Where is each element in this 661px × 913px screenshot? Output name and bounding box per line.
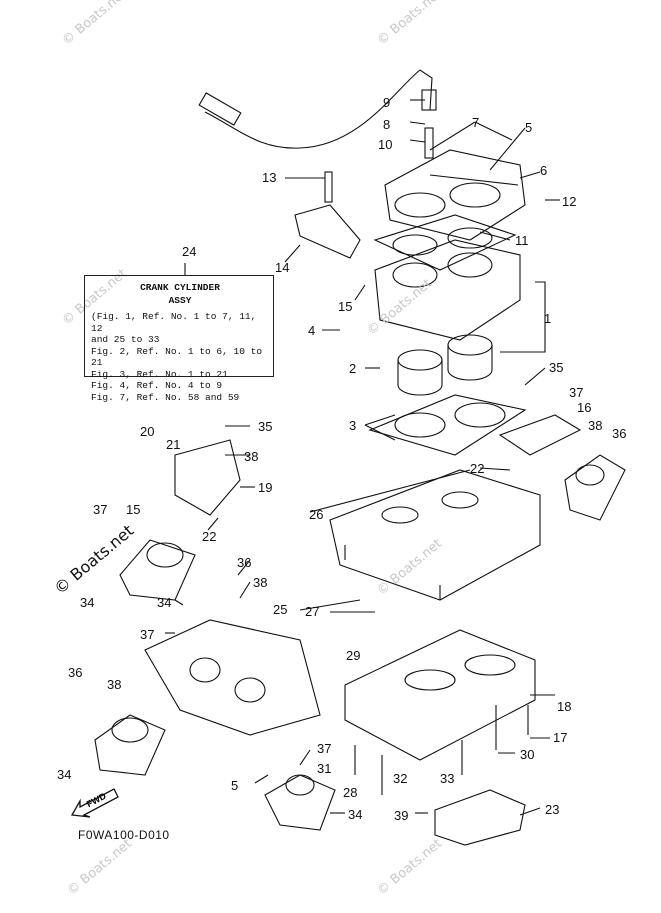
hose-fitting [198, 92, 242, 126]
callout: 37 [140, 627, 155, 642]
info-box-title: CRANK CYLINDER [140, 282, 220, 293]
callout: 37 [93, 502, 108, 517]
callout: 34 [157, 595, 172, 610]
callout: 13 [262, 170, 277, 185]
callout: 20 [140, 424, 155, 439]
callout: 25 [273, 602, 288, 617]
callout: 29 [346, 648, 361, 663]
callout: 1 [544, 311, 552, 326]
callout: 6 [540, 163, 548, 178]
base-gasket [368, 394, 527, 456]
bracket [294, 204, 361, 259]
callout: 16 [577, 400, 592, 415]
callout: 19 [258, 480, 273, 495]
callout: 37 [569, 385, 584, 400]
callout: 24 [182, 244, 197, 259]
callout: 34 [348, 807, 363, 822]
callout: 38 [253, 575, 268, 590]
callout: 3 [349, 418, 357, 433]
manifold [144, 619, 321, 736]
info-box-subtitle: ASSY [168, 295, 192, 306]
callout: 33 [440, 771, 455, 786]
callout: 35 [258, 419, 273, 434]
callout: 27 [305, 604, 320, 619]
callout: 4 [308, 323, 316, 338]
callout: 10 [378, 137, 393, 152]
right-damper [564, 454, 626, 521]
callout: 34 [80, 595, 95, 610]
left-bracket [174, 439, 241, 516]
info-box-line: Fig. 2, Ref. No. 1 to 6, 10 to 21 [91, 345, 263, 369]
callout: 37 [317, 741, 332, 756]
callout: 22 [202, 529, 217, 544]
info-box-line: Fig. 4, Ref. No. 4 to 9 [91, 380, 223, 391]
hose-line [204, 69, 433, 149]
callout: 36 [68, 665, 83, 680]
callout: 26 [309, 507, 324, 522]
crankcase-upper [329, 469, 541, 601]
assembly-info-box: CRANK CYLINDER ASSY (Fig. 1, Ref. No. 1 … [84, 275, 274, 403]
left-damper-upper [119, 539, 196, 601]
callout: 14 [275, 260, 290, 275]
callout: 11 [515, 233, 529, 248]
callout: 17 [553, 730, 568, 745]
callout: 36 [237, 555, 252, 570]
callout: 7 [472, 115, 480, 130]
callout: 21 [166, 437, 181, 452]
callout: 32 [393, 771, 408, 786]
callout: 23 [545, 802, 560, 817]
info-box-line: (Fig. 1, Ref. No. 1 to 7, 11, 12 [91, 311, 257, 334]
callout: 38 [244, 449, 259, 464]
callout: 31 [317, 761, 332, 776]
left-damper-lower [94, 714, 166, 776]
callout: 38 [107, 677, 122, 692]
part-23 [434, 789, 526, 846]
callout: 38 [588, 418, 603, 433]
right-mount [498, 414, 582, 456]
callout: 36 [612, 426, 627, 441]
callout: 34 [57, 767, 72, 782]
cylinder-head [384, 149, 526, 241]
callout: 39 [394, 808, 409, 823]
crankcase-lower [344, 629, 536, 761]
callout: 2 [349, 361, 357, 376]
callout: 8 [383, 117, 391, 132]
callout: 15 [126, 502, 141, 517]
callout: 28 [343, 785, 358, 800]
forward-arrow-icon: FWD [70, 785, 120, 824]
callout: 15 [338, 299, 353, 314]
callout: 9 [383, 95, 391, 110]
info-box-line: and 25 to 33 [91, 334, 160, 345]
callout: 35 [549, 360, 564, 375]
callout: 30 [520, 747, 535, 762]
callout: 12 [562, 194, 577, 209]
bottom-damper [264, 774, 336, 831]
callout: 5 [525, 120, 533, 135]
figure-code: F0WA100-D010 [78, 828, 170, 842]
cylinder-block [374, 239, 521, 341]
info-box-line: Fig. 3, Ref. No. 1 to 21 [91, 368, 228, 380]
callout: 18 [557, 699, 572, 714]
callout: 5 [231, 778, 239, 793]
callout: 22 [470, 461, 485, 476]
info-box-line: Fig. 7, Ref. No. 58 and 59 [91, 391, 240, 403]
